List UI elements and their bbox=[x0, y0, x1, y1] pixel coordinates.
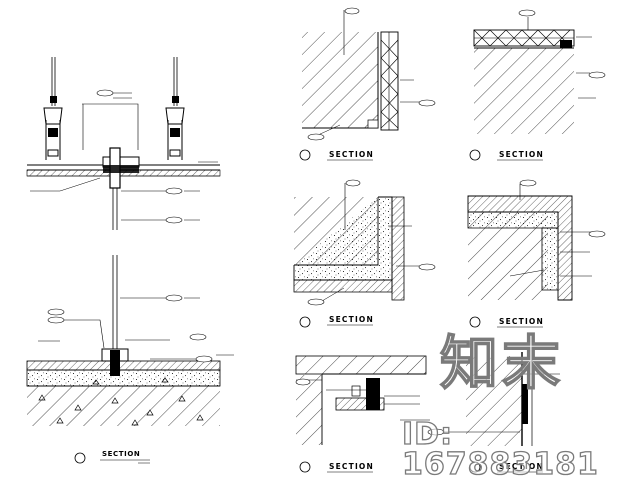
section-title-1: SECTION bbox=[329, 150, 374, 159]
detail-4: SECTION bbox=[467, 179, 606, 328]
watermark-logo: 知末 bbox=[439, 329, 565, 397]
detail-6: SECTION bbox=[427, 352, 560, 473]
left-detail-upper bbox=[26, 57, 221, 230]
detail-3: SECTION bbox=[293, 179, 436, 328]
section-title-4: SECTION bbox=[499, 317, 544, 326]
section-title-5: SECTION bbox=[329, 462, 374, 471]
section-title-3: SECTION bbox=[329, 315, 374, 324]
section-title-2: SECTION bbox=[499, 150, 544, 159]
left-detail-lower: SECTION bbox=[26, 255, 234, 464]
detail-1: SECTION bbox=[299, 7, 436, 161]
section-title-left: SECTION bbox=[102, 450, 140, 458]
detail-2: SECTION bbox=[469, 9, 606, 161]
watermark-id: ID: 167883181 bbox=[401, 417, 599, 482]
section-title-6: SECTION bbox=[499, 462, 544, 471]
detail-5: SECTION bbox=[295, 355, 430, 473]
